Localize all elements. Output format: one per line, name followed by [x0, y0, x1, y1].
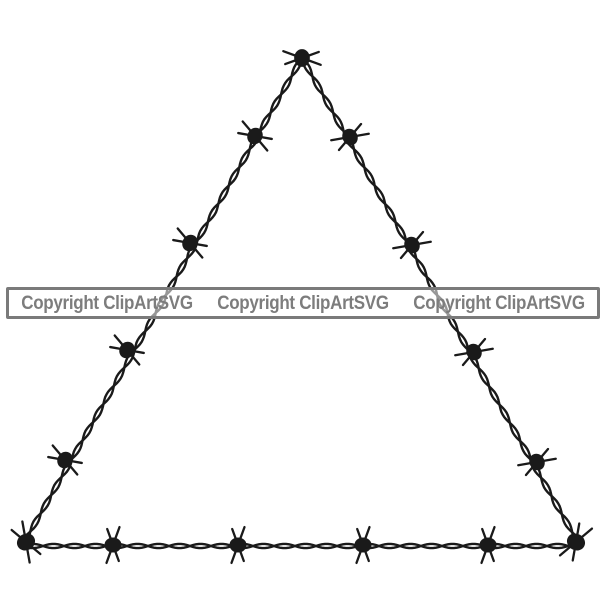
watermark-text: Copyright ClipArtSVG [21, 291, 193, 314]
watermark-banner: Copyright ClipArtSVG Copyright ClipArtSV… [6, 287, 600, 319]
watermark-text: Copyright ClipArtSVG [413, 291, 585, 314]
watermark-text: Copyright ClipArtSVG [217, 291, 389, 314]
